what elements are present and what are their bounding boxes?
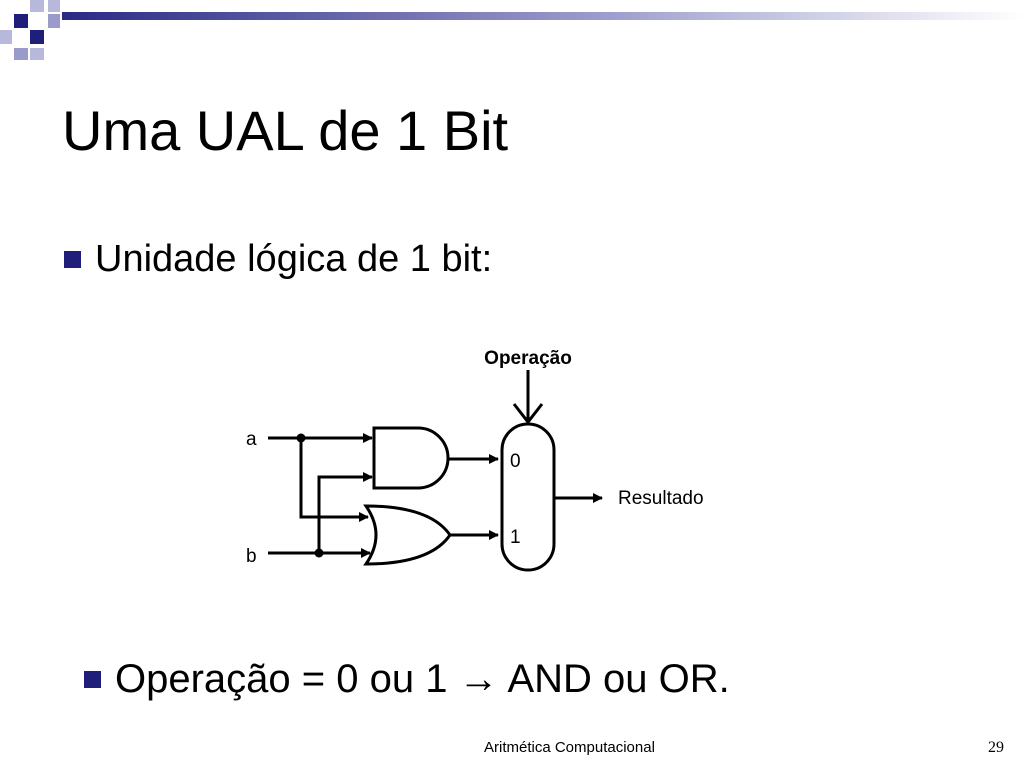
deco-square [48, 14, 60, 28]
operation-arrowhead-icon [512, 403, 544, 425]
bullet-text: Operação = 0 ou 1 → AND ou OR. [115, 657, 730, 701]
slide-title: Uma UAL de 1 Bit [62, 99, 509, 162]
wire-b-branch [317, 472, 373, 553]
deco-square [48, 0, 60, 12]
operation-label: Operação [484, 348, 572, 369]
bullet-text: Unidade lógica de 1 bit: [95, 238, 493, 280]
multiplexer [500, 422, 556, 572]
bullet-item: Unidade lógica de 1 bit: [64, 234, 492, 284]
footer-course-title: Aritmética Computacional [484, 739, 655, 756]
deco-square [0, 30, 12, 44]
junction-dot [314, 548, 324, 558]
junction-dot [296, 433, 306, 443]
output-label: Resultado [618, 488, 704, 509]
and-gate [372, 426, 450, 490]
wire-a-branch [299, 438, 369, 522]
bullet-item: Operação = 0 ou 1 → AND ou OR. [84, 652, 730, 706]
input-b-label: b [246, 546, 257, 567]
deco-square [14, 48, 28, 60]
or-gate [363, 504, 452, 566]
header-decoration [0, 0, 1024, 60]
slide-page-number: 29 [988, 739, 1004, 756]
mux-input-1-label: 1 [510, 527, 521, 548]
input-a-label: a [246, 429, 257, 450]
alu-logic-diagram: Operação a b 0 1 Resultado [246, 348, 704, 572]
square-bullet-icon [84, 670, 101, 688]
deco-square [30, 0, 44, 12]
header-gradient-bar [62, 12, 1024, 20]
mux-input-0-label: 0 [510, 451, 521, 472]
deco-square [30, 48, 44, 60]
square-bullet-icon [64, 250, 81, 268]
deco-square [30, 30, 44, 44]
deco-square [14, 14, 28, 28]
